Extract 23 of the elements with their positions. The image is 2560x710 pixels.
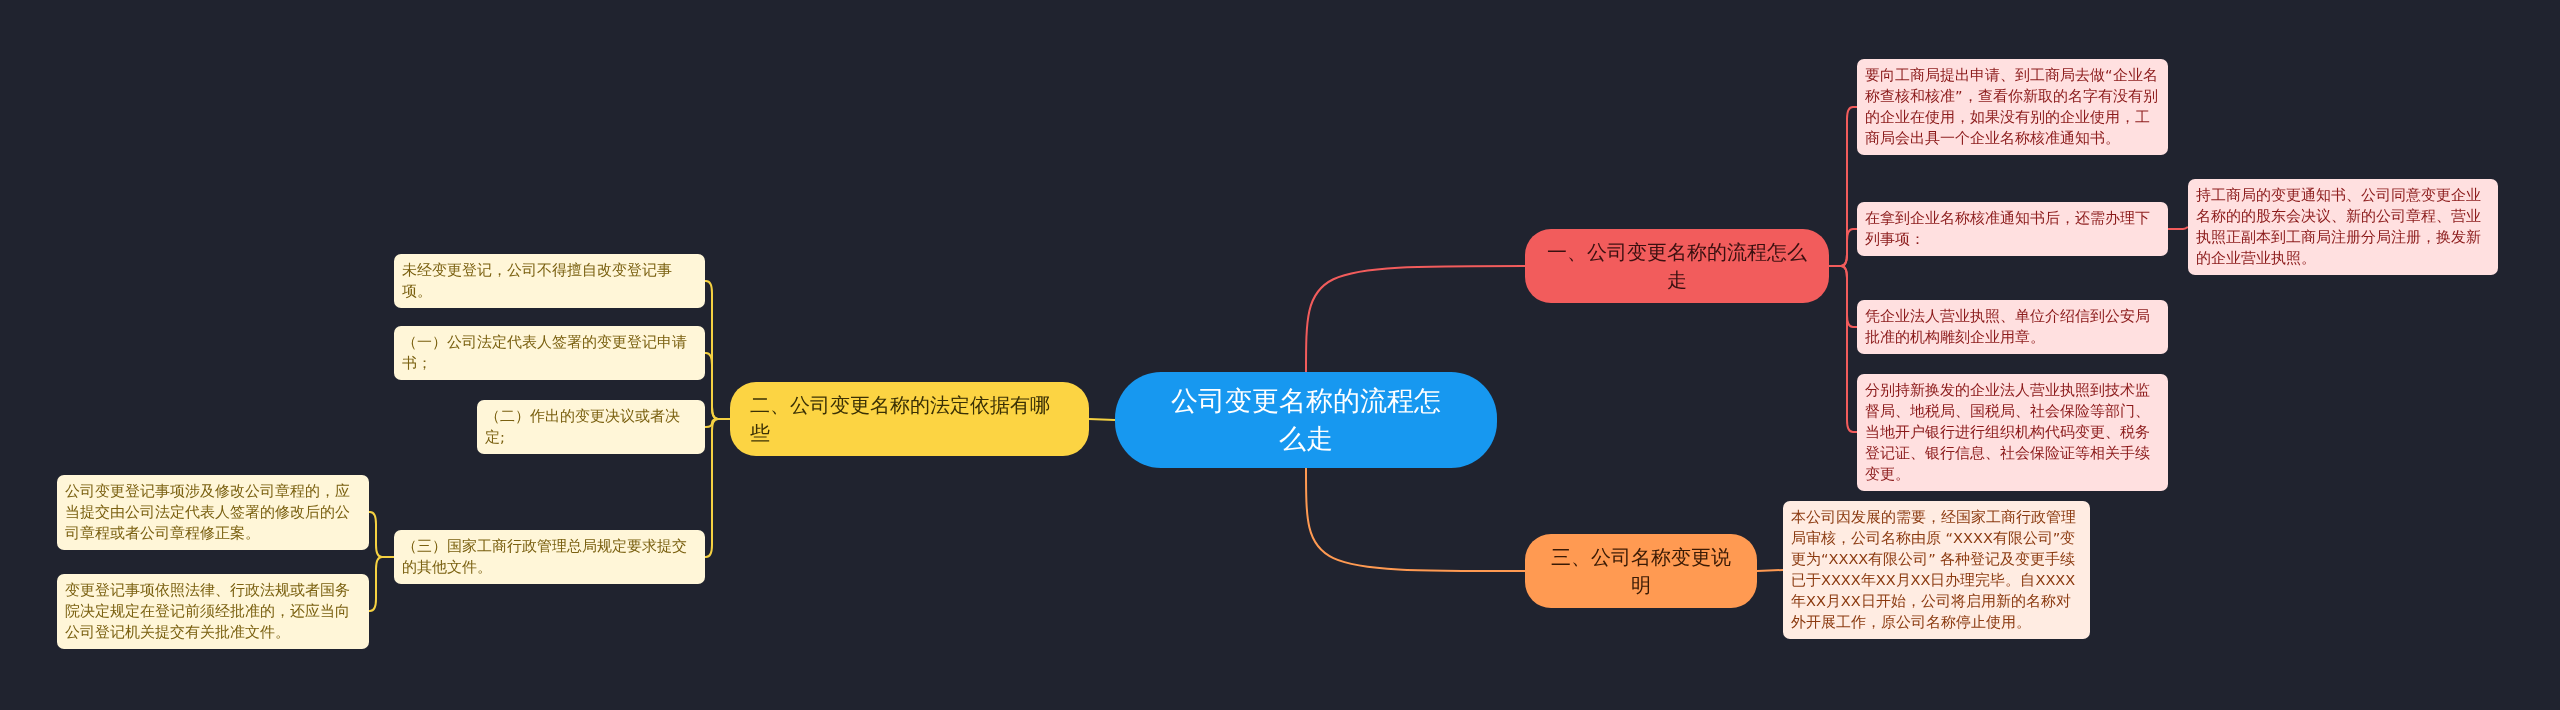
branch-topic: 三、公司名称变更说明 bbox=[1525, 534, 1757, 608]
connector-line bbox=[1305, 467, 1526, 572]
branch-topic: 一、公司变更名称的流程怎么走 bbox=[1525, 229, 1829, 303]
text-card: （一）公司法定代表人签署的变更登记申请书； bbox=[394, 326, 705, 380]
text-card: 在拿到企业名称核准通知书后，还需办理下列事项： bbox=[1857, 202, 2168, 256]
text-card: 分别持新换发的企业法人营业执照到技术监督局、地税局、国税局、社会保险等部门、当地开户银行进行组织机构代码变更、税务登记证、银行信息、社会保险证等相关手续变更。 bbox=[1857, 373, 2168, 491]
text-card: 本公司因发展的需要，经国家工商行政管理局审核，公司名称由原 “XXXX有限公司”变更为“XXXX有限公司” 各种登记及变更手续已于XXXX年XX月XX日办理完毕。自XXXX年XX月XX日开始，公司将启用新的名称对外开展工作，原公司名称停止使用。 bbox=[1783, 501, 2090, 639]
connector-line bbox=[704, 418, 731, 558]
connector-line bbox=[1828, 265, 1858, 433]
branch-topic: 二、公司变更名称的法定依据有哪些 bbox=[730, 382, 1089, 456]
text-card: 凭企业法人营业执照、单位介绍信到公安局批准的机构雕刻企业用章。 bbox=[1857, 300, 2168, 354]
text-card: 要向工商局提出申请、到工商局去做“企业名称查核和核准”，查看你新取的名字有没有别的企业在使用，如果没有别的企业使用，工商局会出具一个企业名称核准通知书。 bbox=[1857, 59, 2168, 155]
connector-line bbox=[368, 556, 395, 612]
text-card: （三）国家工商行政管理总局规定要求提交的其他文件。 bbox=[394, 530, 705, 584]
text-card: 持工商局的变更通知书、公司同意变更企业名称的的股东会决议、新的公司章程、营业执照正副本到工商局注册分局注册，换发新的企业营业执照。 bbox=[2188, 179, 2498, 275]
text-card: 变更登记事项依照法律、行政法规或者国务院决定规定在登记前须经批准的，还应当向公司登记机关提交有关批准文件。 bbox=[57, 573, 369, 649]
connector-line bbox=[1088, 418, 1116, 421]
connector-line bbox=[1756, 569, 1784, 572]
text-card: 公司变更登记事项涉及修改公司章程的，应当提交由公司法定代表人签署的修改后的公司章程或者公司章程修正案。 bbox=[57, 474, 369, 550]
connector-line bbox=[1305, 265, 1526, 373]
text-card: 未经变更登记，公司不得擅自改变登记事项。 bbox=[394, 254, 705, 308]
text-card: （二）作出的变更决议或者决定; bbox=[477, 400, 705, 454]
central-topic: 公司变更名称的流程怎么走 bbox=[1115, 372, 1497, 468]
